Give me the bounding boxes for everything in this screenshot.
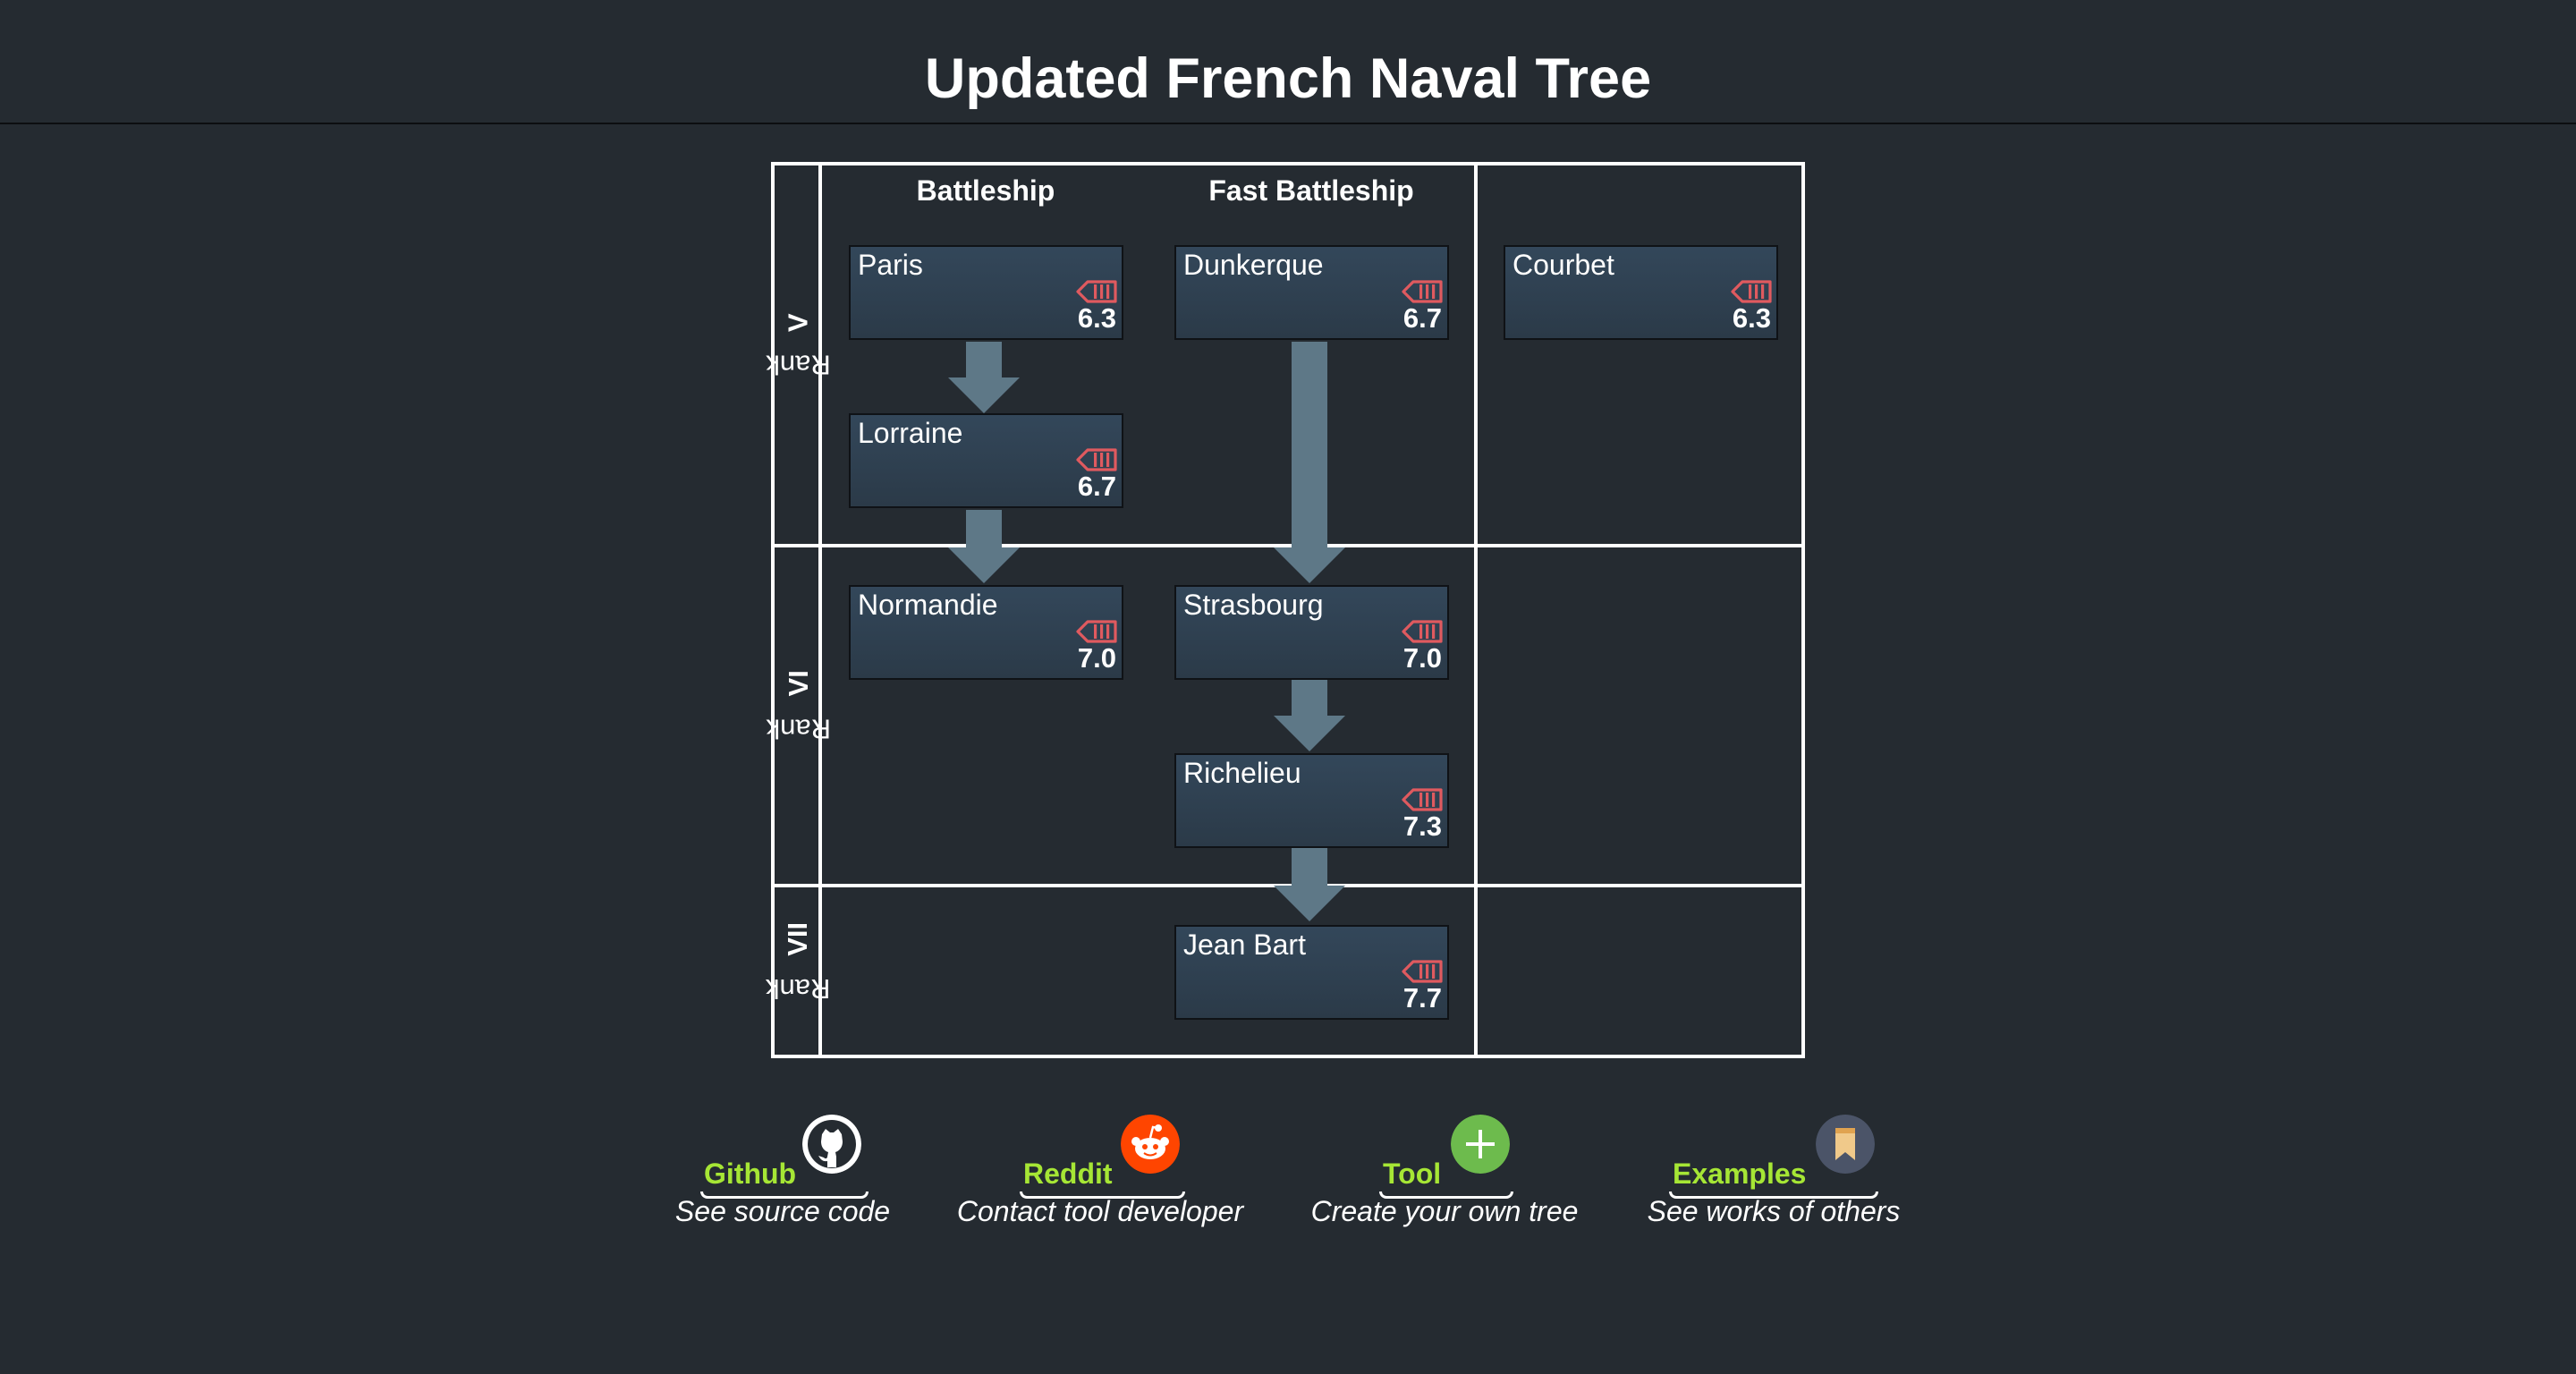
research-arrow [1274, 680, 1345, 751]
ship-battle-rating: 7.3 [1402, 810, 1442, 842]
column-divider [1474, 165, 1478, 1055]
ship-name: Jean Bart [1183, 929, 1306, 961]
ship-card-dunkerque[interactable]: Dunkerque 6.7 [1174, 245, 1449, 340]
ship-card-lorraine[interactable]: Lorraine 6.7 [849, 413, 1123, 508]
ship-card-courbet[interactable]: Courbet 6.3 [1504, 245, 1778, 340]
reddit-link[interactable]: Reddit [1020, 1115, 1185, 1199]
ship-card-jean-bart[interactable]: Jean Bart 7.7 [1174, 925, 1449, 1020]
github-description: See source code [674, 1195, 891, 1227]
research-arrow [948, 510, 1020, 583]
column-header-fast-battleship: Fast Battleship [1208, 174, 1414, 207]
battleship-ship-icon [1076, 279, 1117, 304]
battleship-ship-icon [1402, 959, 1443, 984]
ship-battle-rating: 6.3 [1077, 302, 1116, 334]
reddit-icon[interactable] [1121, 1115, 1180, 1174]
ship-card-normandie[interactable]: Normandie 7.0 [849, 585, 1123, 680]
ship-name: Strasbourg [1183, 589, 1324, 621]
link-underline [1669, 1192, 1878, 1199]
github-icon[interactable] [802, 1115, 861, 1174]
rank-label-vi: Rank VI [766, 670, 831, 745]
rank-divider [775, 544, 1801, 547]
page-title: Updated French Naval Tree [924, 47, 1652, 110]
research-arrow [948, 342, 1020, 413]
github-link-label[interactable]: Github [704, 1158, 797, 1190]
plus-icon[interactable] [1451, 1115, 1510, 1174]
rank-label-vii: Rank VII [766, 921, 831, 1005]
examples-link[interactable]: Examples [1669, 1115, 1878, 1199]
reddit-description: Contact tool developer [956, 1195, 1244, 1227]
ship-card-richelieu[interactable]: Richelieu 7.3 [1174, 753, 1449, 848]
ship-name: Normandie [858, 589, 998, 621]
tech-tree: Rank V Rank VI Rank VII Battleship Fast … [766, 162, 1805, 1058]
ship-battle-rating: 7.0 [1402, 642, 1442, 674]
link-underline [1020, 1192, 1185, 1199]
ship-battle-rating: 6.3 [1732, 302, 1771, 334]
ship-name: Lorraine [858, 417, 963, 449]
battleship-ship-icon [1731, 279, 1772, 304]
ship-battle-rating: 7.0 [1077, 642, 1116, 674]
examples-link-label[interactable]: Examples [1673, 1158, 1807, 1190]
link-underline [1379, 1192, 1513, 1199]
battleship-ship-icon [1402, 619, 1443, 644]
column-header-battleship: Battleship [916, 174, 1055, 207]
tool-link[interactable]: Tool [1379, 1115, 1513, 1199]
examples-description: See works of others [1647, 1195, 1901, 1227]
ship-name: Paris [858, 249, 923, 281]
ship-name: Courbet [1513, 249, 1614, 281]
tool-link-label[interactable]: Tool [1383, 1158, 1442, 1190]
battleship-ship-icon [1076, 619, 1117, 644]
ship-battle-rating: 6.7 [1402, 302, 1442, 334]
ship-name: Dunkerque [1183, 249, 1324, 281]
ship-card-paris[interactable]: Paris 6.3 [849, 245, 1123, 340]
reddit-link-label[interactable]: Reddit [1023, 1158, 1113, 1190]
link-underline [700, 1192, 869, 1199]
ship-name: Richelieu [1183, 757, 1301, 789]
research-arrow [1274, 848, 1345, 921]
battleship-ship-icon [1402, 787, 1443, 812]
page-header: Updated French Naval Tree [0, 0, 2576, 124]
ship-card-strasbourg[interactable]: Strasbourg 7.0 [1174, 585, 1449, 680]
ship-battle-rating: 6.7 [1077, 471, 1116, 502]
battleship-ship-icon [1076, 447, 1117, 472]
ship-battle-rating: 7.7 [1402, 982, 1442, 1014]
research-arrow [1274, 342, 1345, 583]
rank-label-v: Rank V [766, 312, 831, 380]
github-link[interactable]: Github [700, 1115, 869, 1199]
bookmark-icon[interactable] [1816, 1115, 1875, 1174]
battleship-ship-icon [1402, 279, 1443, 304]
rank-column-divider [818, 165, 822, 1055]
tool-description: Create your own tree [1310, 1195, 1579, 1227]
